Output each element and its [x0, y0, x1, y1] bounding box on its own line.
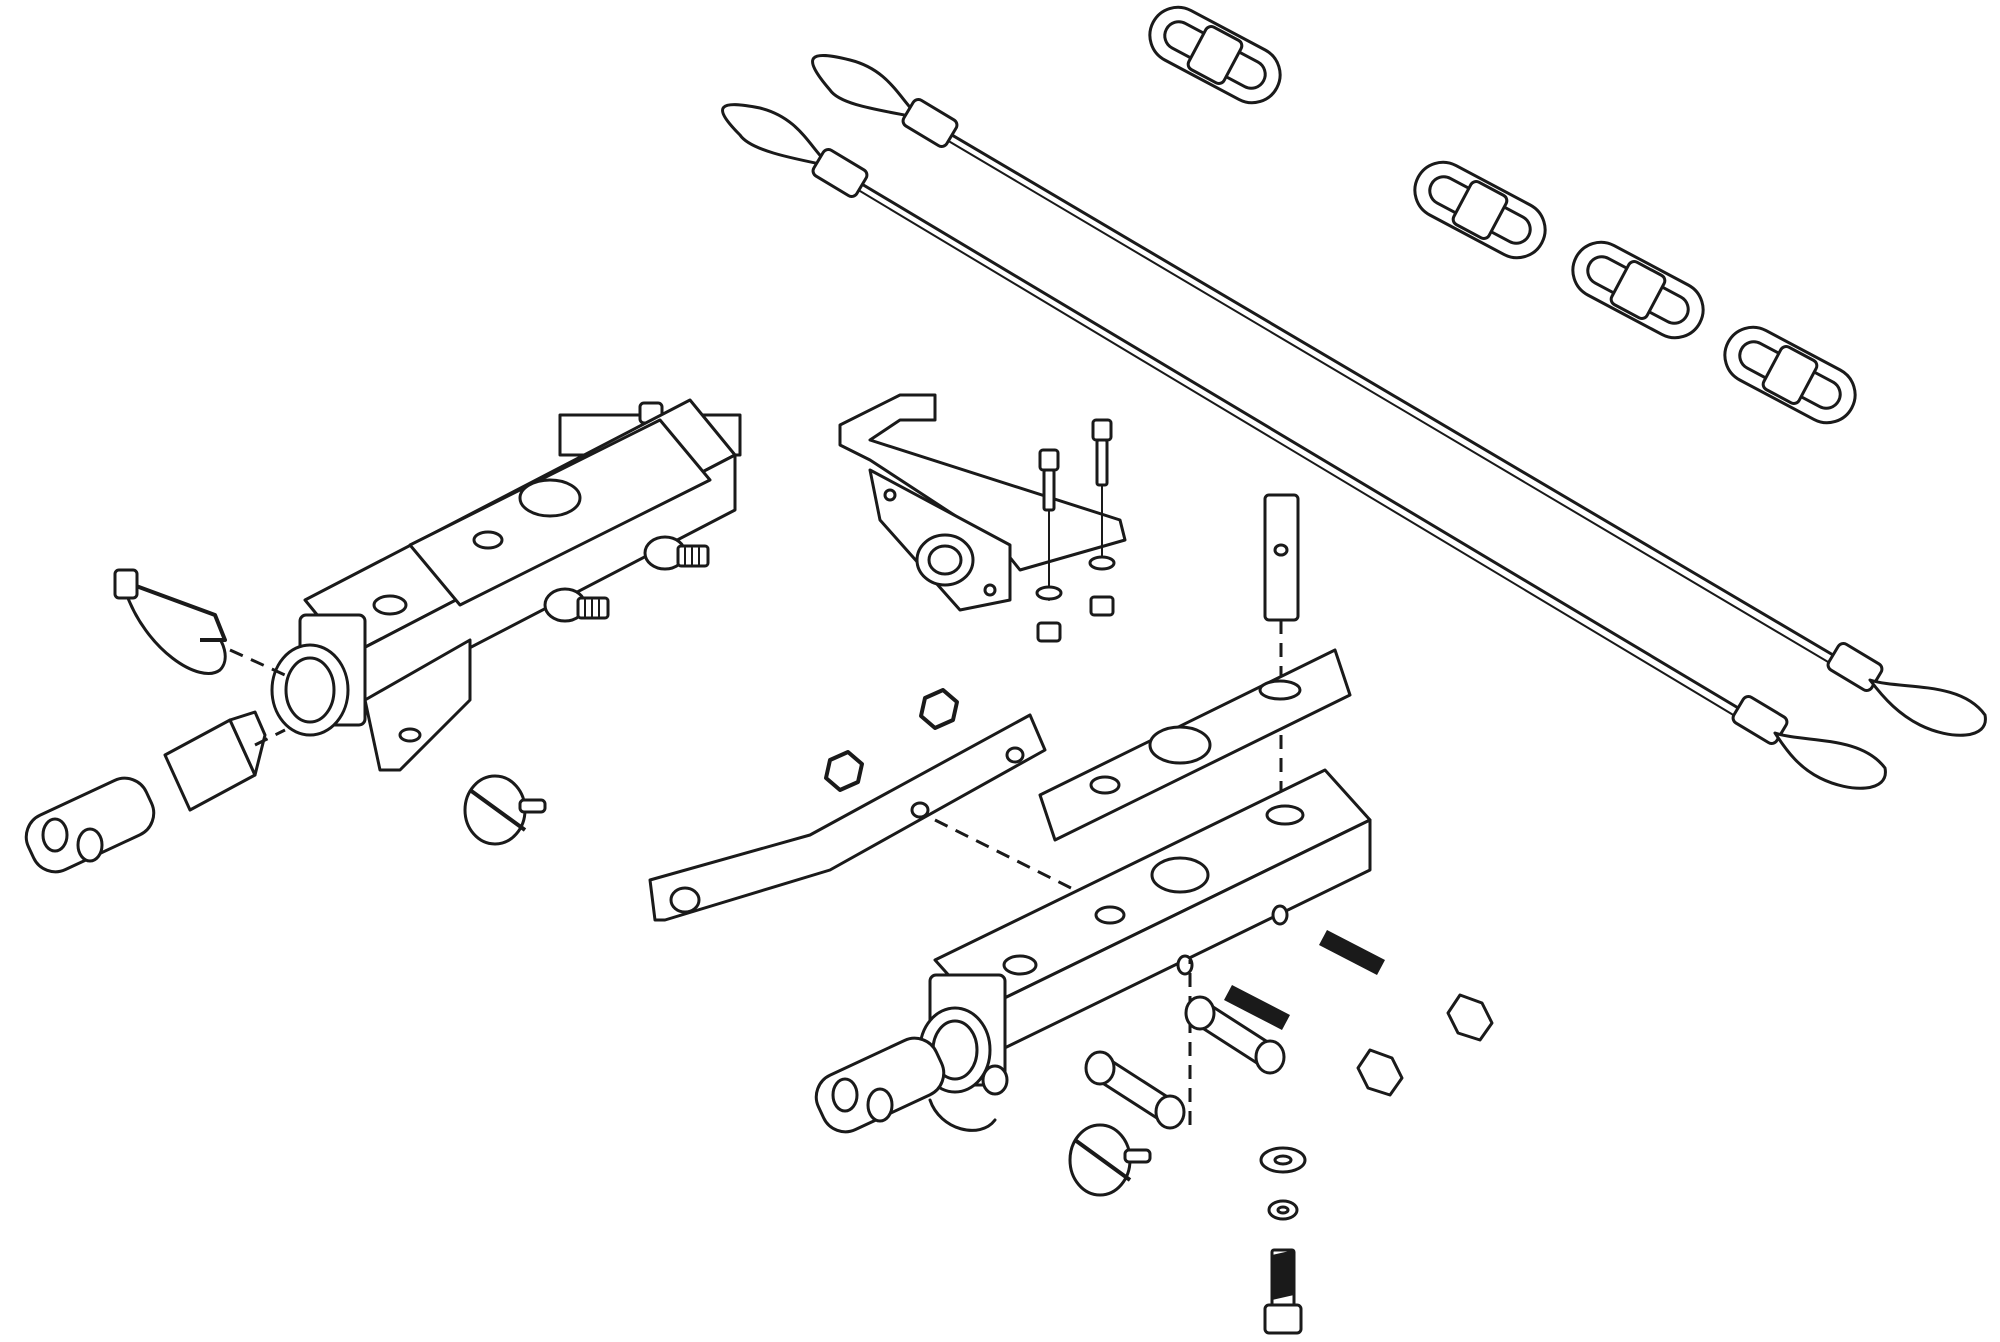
quick-link-3	[1571, 240, 1705, 340]
right-linch-pin	[1068, 1123, 1152, 1197]
quick-link-4	[1723, 325, 1857, 425]
cross-bar-arm	[648, 688, 1076, 922]
spacer-tube	[1263, 493, 1300, 900]
spacer-sleeve-2	[1184, 995, 1286, 1075]
left-clevis	[24, 710, 286, 874]
hex-bolt	[1263, 1248, 1303, 1335]
left-linch-pin	[463, 774, 547, 846]
left-knob-1	[543, 587, 610, 623]
lock-washer	[1267, 1199, 1299, 1221]
right-tow-bar-leg	[918, 768, 1372, 1094]
left-tow-bar-leg	[270, 398, 742, 772]
bracket-bolt-1	[1035, 448, 1063, 643]
bracket-bolt-2	[1088, 418, 1116, 617]
quick-link-2	[1413, 160, 1547, 260]
washer	[1259, 1146, 1307, 1174]
left-hitch-pin-clip	[113, 568, 286, 677]
safety-cable-2	[721, 103, 1887, 790]
wiring-bracket	[838, 393, 1127, 612]
long-bolt-2	[1319, 930, 1494, 1042]
spacer-sleeve-1	[1084, 960, 1192, 1130]
safety-cable-1	[811, 53, 1987, 737]
arm-nut-2	[919, 688, 959, 730]
quick-link-1	[1148, 5, 1282, 105]
arm-nut-1	[824, 750, 864, 792]
right-clevis	[814, 1036, 1009, 1134]
long-bolt-1	[1224, 985, 1404, 1097]
left-knob-2	[643, 535, 710, 571]
mounting-plate	[1038, 648, 1352, 842]
